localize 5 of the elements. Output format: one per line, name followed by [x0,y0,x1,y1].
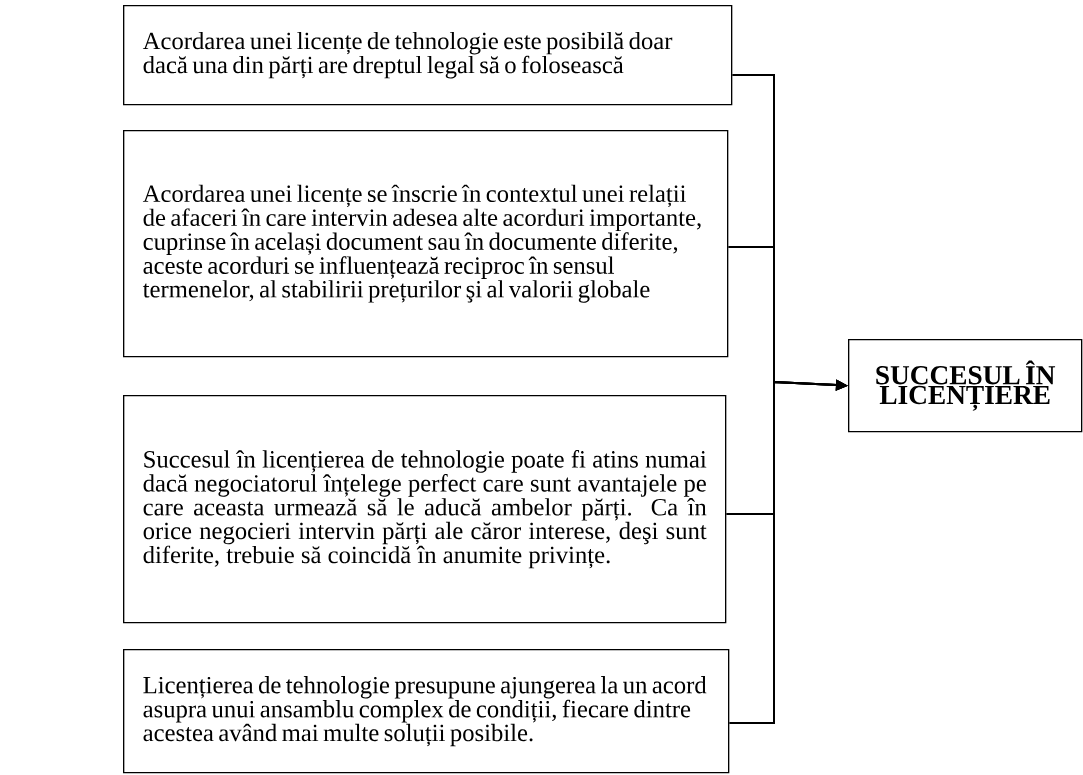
text-box: Succesul în licențierea de tehnologie poate fi atins numai dacă negociatorul înțelege perfect care sunt avantajele pe care aceasta urmează să le aducă ambelor părți. Ca în orice negocieri intervin părți ale căror interese, deşi sunt diferite, trebuie să coincidă în anumite privințe. [123,395,727,624]
text-box: Acordarea unei licențe se înscrie în contextul unei relații de afaceri în care intervin adesea alte acorduri importante, cuprinse în același document sau în documente diferite, aceste acorduri se influențează reciproc în sensul termenelor, al stabilirii prețurilor şi al valorii globale [123,130,729,358]
text-box: Licențierea de tehnologie presupune ajungerea la un acord asupra unui ansamblu complex de condiții, fiecare dintre acestea având mai multe soluții posibile. [123,649,730,774]
title-box: SUCCESUL ÎN LICENȚIERE [848,339,1083,433]
text-box: Acordarea unei licențe de tehnologie este posibilă doar dacă una din părți are dreptul legal să o folosească [123,5,733,106]
